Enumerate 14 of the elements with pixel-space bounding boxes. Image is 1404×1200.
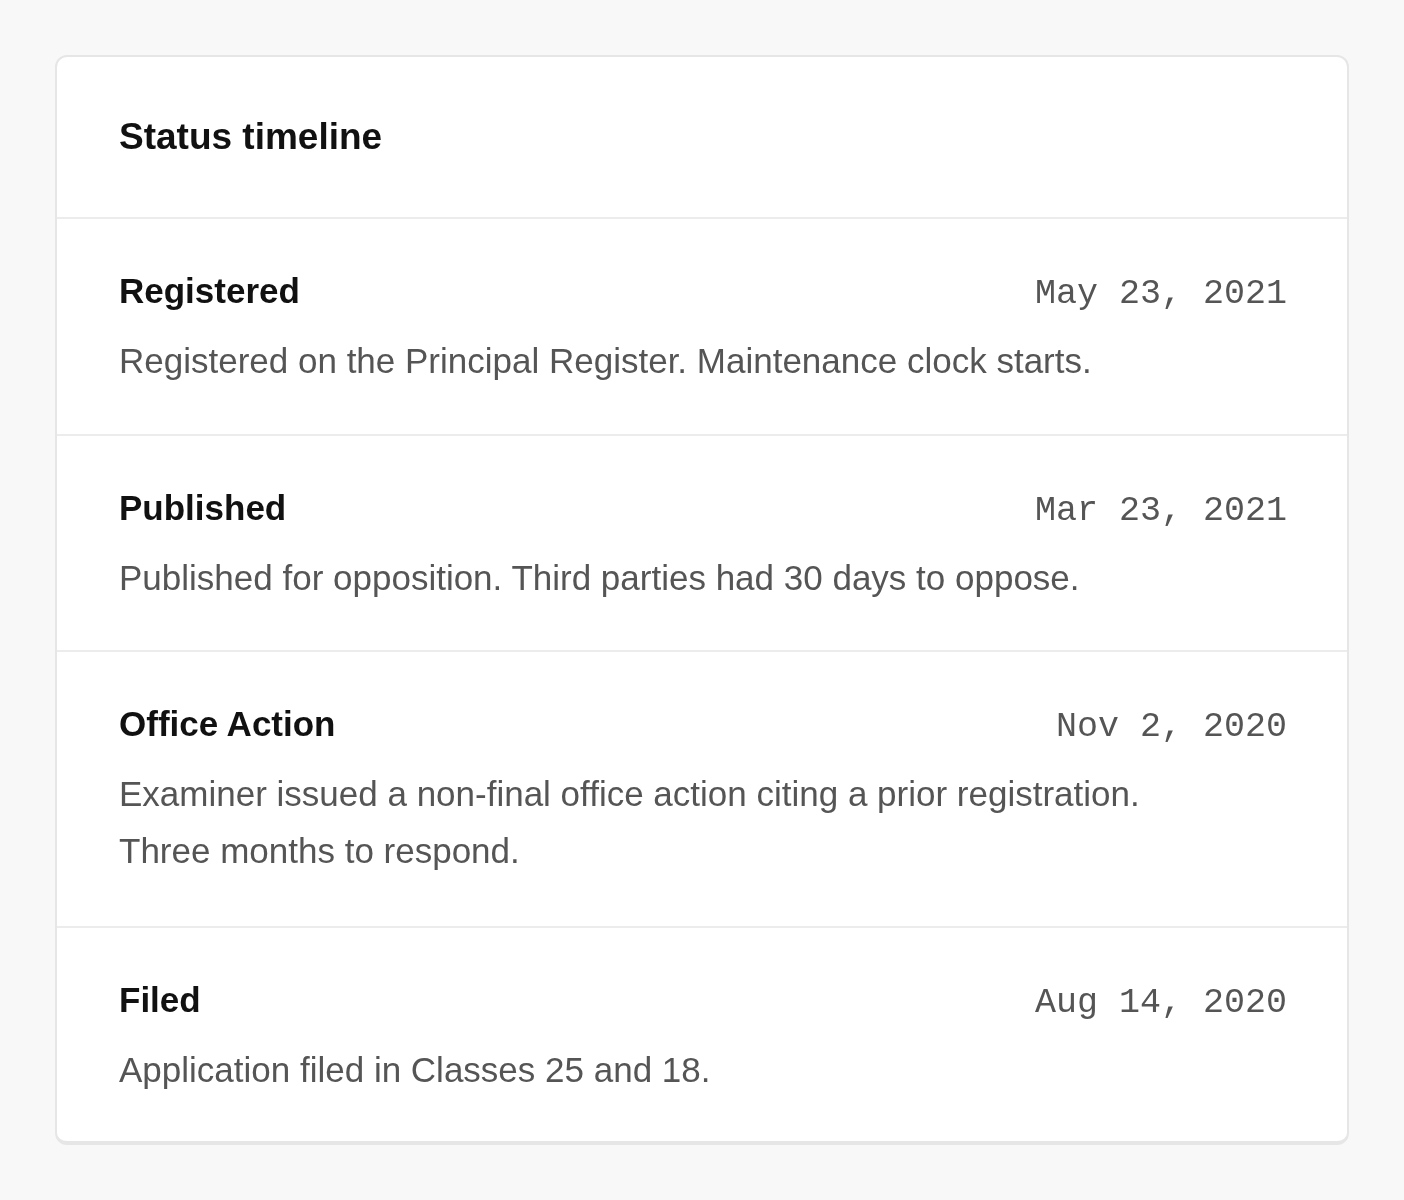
entry-heading: Registered	[119, 270, 300, 312]
entry-heading: Published	[119, 487, 287, 529]
entry-description: Application filed in Classes 25 and 18.	[119, 1049, 712, 1091]
entry-heading: Filed	[119, 979, 201, 1021]
entry-date: Mar 23, 2021	[1034, 490, 1287, 533]
entry-date: Aug 14, 2020	[1034, 982, 1287, 1025]
card-title: Status timeline	[119, 115, 383, 159]
entry-date: May 23, 2021	[1034, 273, 1287, 316]
entry-description: Registered on the Principal Register. Maintenance clock starts.	[119, 340, 1093, 382]
entry-description: Examiner issued a non-final office action citing a prior registration. Three months to respond.	[119, 773, 1141, 872]
entry-heading: Office Action	[119, 703, 336, 745]
timeline-card	[55, 55, 1349, 1145]
entry-description: Published for opposition. Third parties had 30 days to oppose.	[119, 557, 1081, 599]
entry-date: Nov 2, 2020	[1055, 706, 1287, 749]
